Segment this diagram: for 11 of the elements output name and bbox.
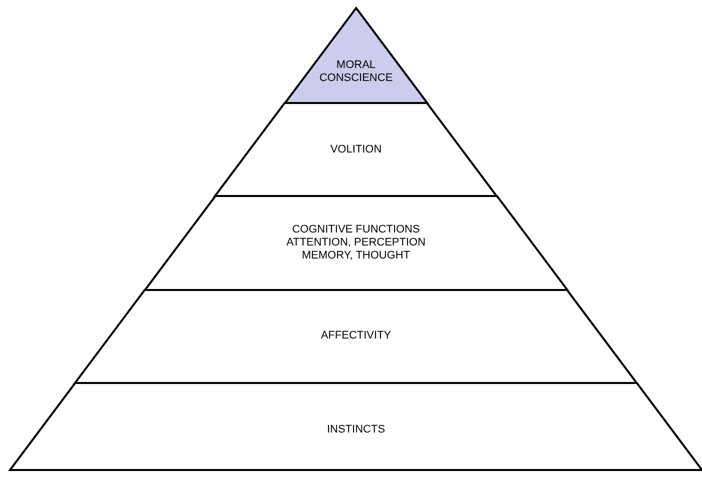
pyramid-band <box>144 196 568 290</box>
band-label: AFFECTIVITY <box>320 330 392 342</box>
pyramid-band <box>75 290 637 383</box>
band-label: MORAL CONSCIENCE <box>318 59 394 85</box>
band-label: MEMORY, THOUGHT <box>302 250 410 262</box>
band-label: VOLITION <box>330 144 382 156</box>
pyramid-band <box>215 103 497 196</box>
band-label: COGNITIVE FUNCTIONS <box>292 224 420 236</box>
band-label: INSTINCTS <box>326 424 386 436</box>
pyramid-band <box>10 383 702 470</box>
band-label: ATTENTION, PERCEPTION <box>286 236 426 250</box>
